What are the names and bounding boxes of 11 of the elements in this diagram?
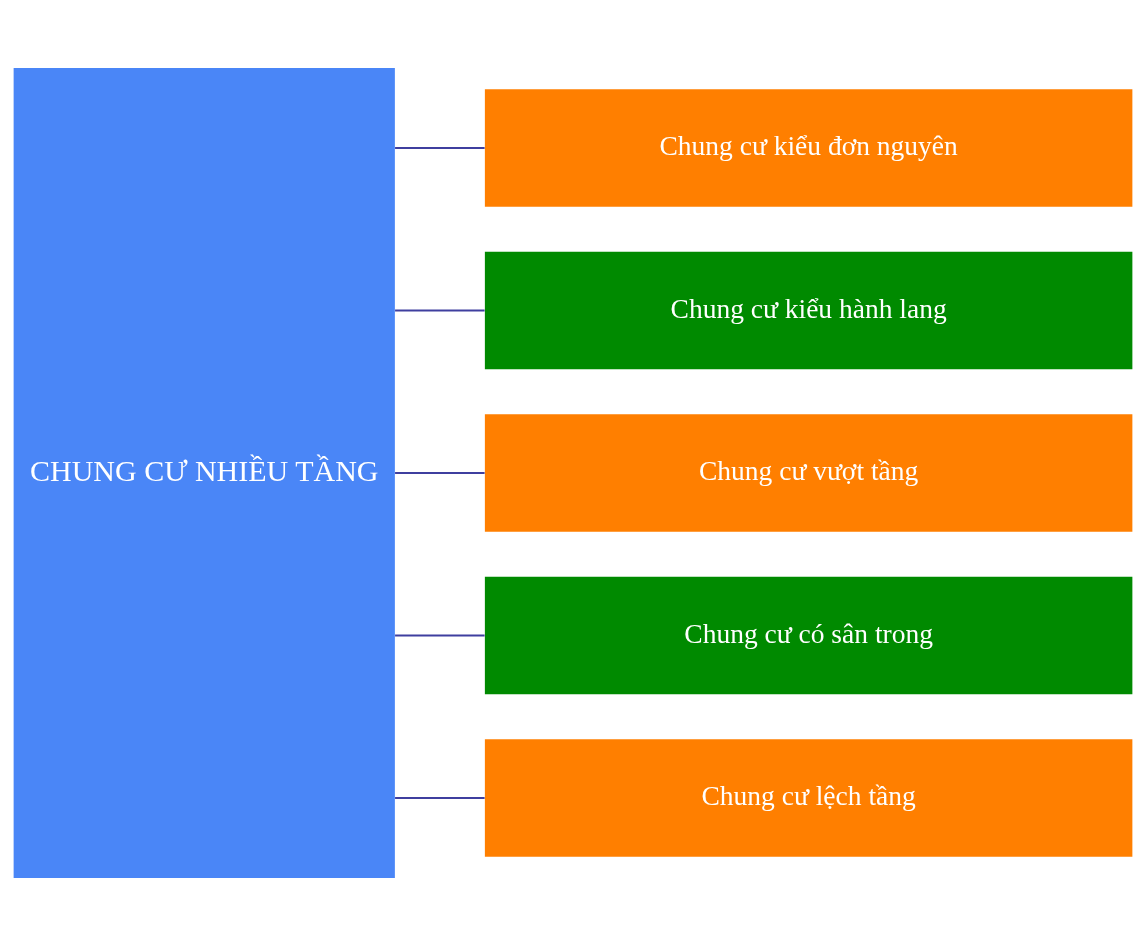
- connector: [394, 796, 486, 799]
- connector: [394, 471, 486, 474]
- node-box: Chung cư kiểu đơn nguyên: [484, 88, 1133, 207]
- node-box: Chung cư kiểu hành lang: [484, 251, 1133, 369]
- node-box: CHUNG CƯ NHIỀU TẦNG: [13, 67, 395, 878]
- connector: [394, 309, 486, 311]
- connector: [394, 146, 486, 149]
- node-box: Chung cư có sân trong: [484, 576, 1133, 694]
- connector: [394, 634, 486, 636]
- node-box: Chung cư vượt tầng: [484, 413, 1133, 532]
- node-box: Chung cư lệch tầng: [484, 738, 1133, 857]
